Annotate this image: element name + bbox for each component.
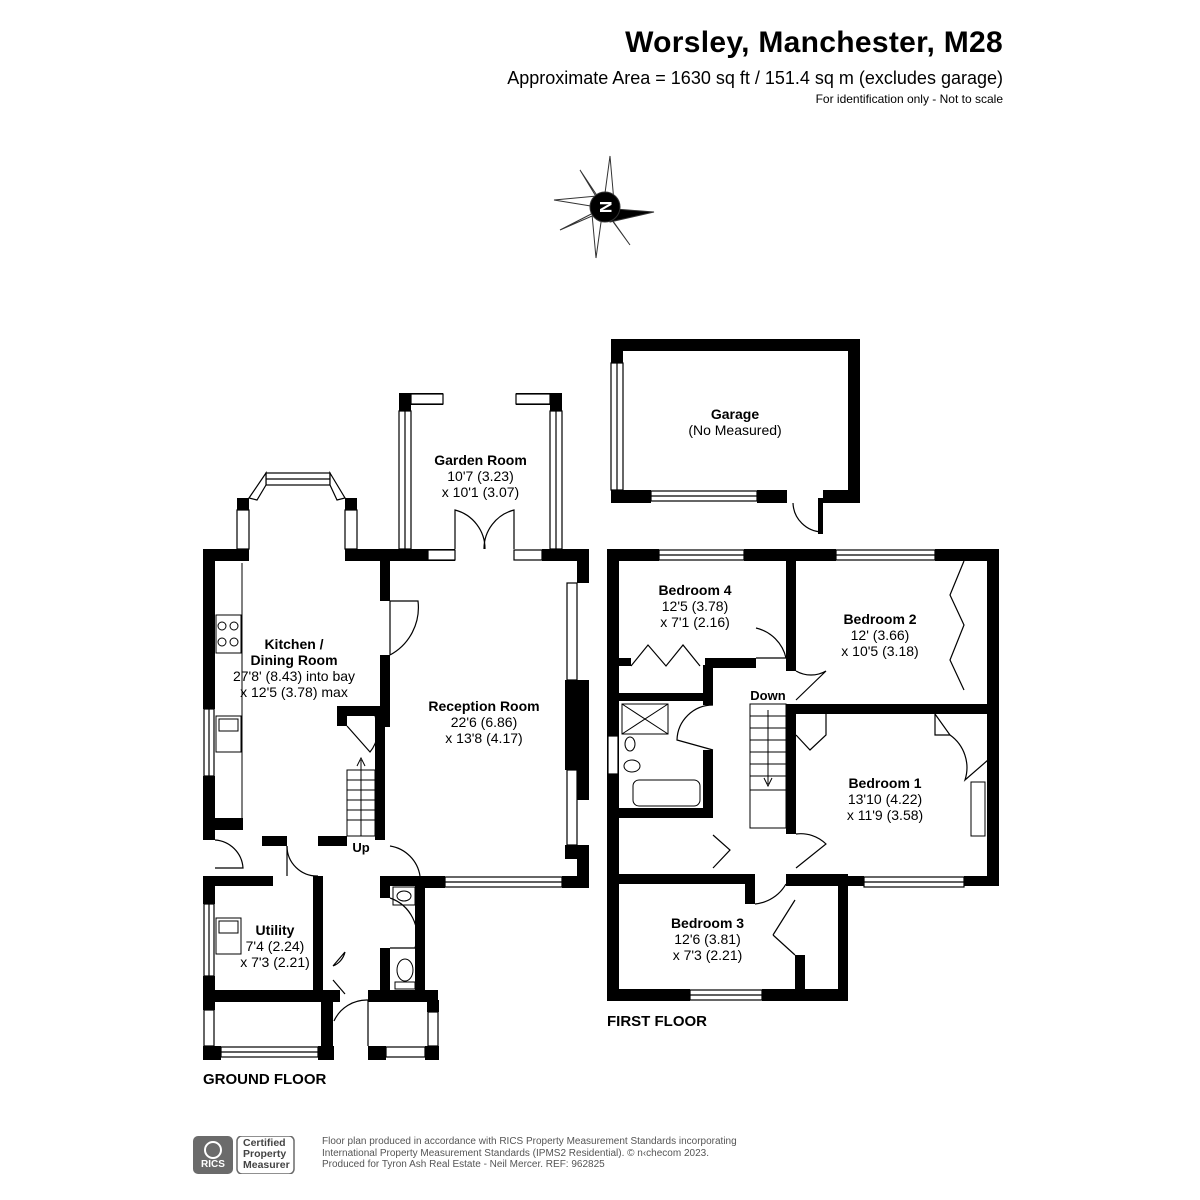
basin-icon [624,736,636,752]
room-kitchen-dining: Kitchen / Dining Room 27'8' (8.43) into … [218,636,370,700]
room-dims: 7'4 (2.24) [245,938,305,954]
windows [203,362,965,1058]
staircases [346,703,787,837]
room-name: Garden Room [434,452,527,468]
room-name: Dining Room [250,652,338,668]
room-garage: Garage (No Measured) [662,406,808,438]
room-dims: 22'6 (6.86) [450,714,518,730]
room-bedroom-4: Bedroom 4 12'5 (3.78) x 7'1 (2.16) [640,582,750,630]
room-reception: Reception Room 22'6 (6.86) x 13'8 (4.17) [403,698,565,746]
room-dims: 10'7 (3.23) [447,468,514,484]
room-garden-room: Garden Room 10'7 (3.23) x 10'1 (3.07) [411,452,550,500]
room-name: Kitchen / [264,636,324,652]
room-name: Garage [710,406,760,422]
footer-text: Floor plan produced in accordance with R… [322,1136,737,1171]
compass-rose-icon [553,155,655,259]
sink-icon [215,715,242,753]
room-utility: Utility 7'4 (2.24) x 7'3 (2.21) [232,922,318,970]
footer-line: International Property Measurement Stand… [322,1147,710,1159]
cert-line: Measurer [243,1159,290,1171]
room-dims: (No Measured) [688,422,782,438]
stairs-up-label: Up [352,840,370,855]
room-dims: 13'10 (4.22) [847,791,923,807]
room-name: Bedroom 2 [843,611,917,627]
ground-floor-label: GROUND FLOOR [203,1071,327,1088]
room-dims: 12'5 (3.78) [661,598,729,614]
room-dims: x 13'8 (4.17) [445,730,523,746]
room-dims: x 7'3 (2.21) [672,947,743,963]
room-dims: 27'8' (8.43) into bay [232,668,356,684]
area-summary: Approximate Area = 1630 sq ft / 151.4 sq… [507,68,1003,88]
room-name: Bedroom 4 [658,582,732,598]
footer-line: Produced for Tyron Ash Real Estate - Nei… [322,1159,605,1170]
hob-icon [215,614,242,654]
room-dims: x 12'5 (3.78) max [240,684,348,700]
room-dims: x 7'3 (2.21) [240,954,310,970]
room-bedroom-2: Bedroom 2 12' (3.66) x 10'5 (3.18) [815,611,945,659]
room-bedroom-3: Bedroom 3 12'6 (3.81) x 7'3 (2.21) [650,915,765,963]
room-bedroom-1: Bedroom 1 13'10 (4.22) x 11'9 (3.58) [820,775,950,823]
room-dims: 12'6 (3.81) [674,931,741,947]
room-name: Reception Room [428,698,540,714]
cert-line: Certified [243,1137,286,1149]
basin-icon [392,886,416,906]
room-name: Bedroom 1 [848,775,922,791]
certified-property-measurer: Certified Property Measurer [243,1138,290,1171]
room-name: Utility [255,922,295,938]
room-dims: x 10'5 (3.18) [841,643,919,659]
room-dims: x 7'1 (2.16) [660,614,730,630]
rics-text: RICS [201,1159,225,1170]
compass-n-label: N [596,201,615,213]
room-dims: x 11'9 (3.58) [846,807,924,823]
cert-line: Property [243,1148,287,1160]
toilet-icon [396,958,414,982]
page-title: Worsley, Manchester, M28 [625,26,1003,59]
scale-note: For identification only - Not to scale [815,92,1003,106]
shower-icon [621,703,669,735]
room-dims: 12' (3.66) [850,627,910,643]
fixtures [215,563,986,990]
first-floor-label: FIRST FLOOR [607,1013,707,1030]
stairs-down-label: Down [750,688,786,703]
door-swings [214,502,989,1046]
room-dims: x 10'1 (3.07) [441,484,520,500]
utility-sink-icon [215,917,242,955]
footer-line: Floor plan produced in accordance with R… [322,1136,737,1147]
rics-logo-icon [193,1136,295,1174]
room-name: Bedroom 3 [670,915,745,931]
toilet-icon [623,759,641,773]
bath-icon [632,779,701,807]
